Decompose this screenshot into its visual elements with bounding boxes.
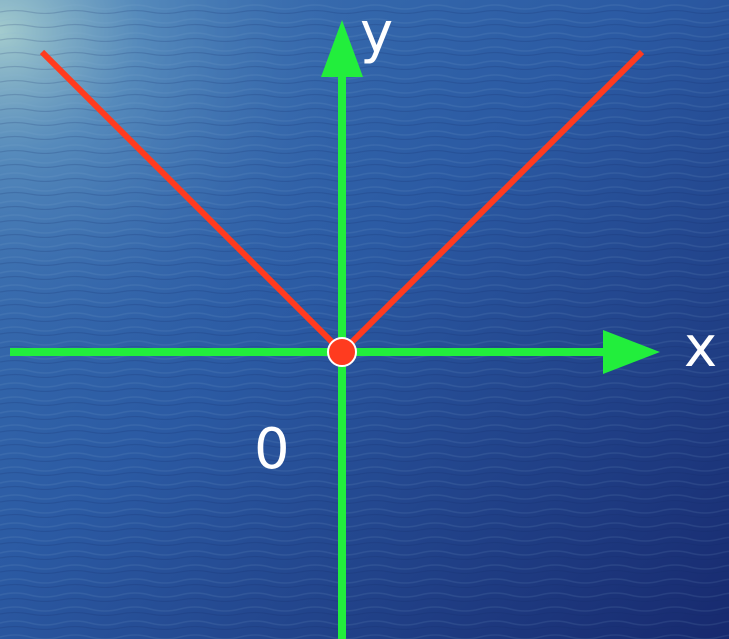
y-axis-label: y (360, 1, 393, 66)
y-axis-arrowhead (321, 20, 363, 77)
origin-point (327, 337, 357, 367)
origin-label: 0 (254, 417, 290, 482)
x-axis-arrowhead (603, 330, 660, 374)
x-axis-label: x (684, 315, 717, 380)
